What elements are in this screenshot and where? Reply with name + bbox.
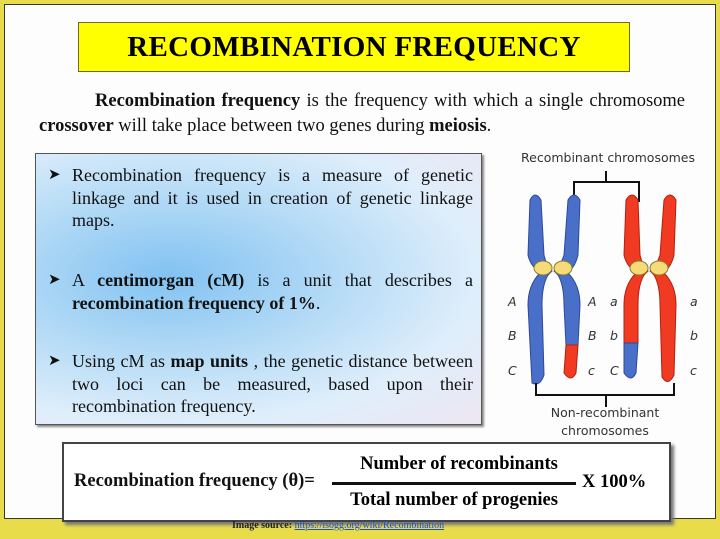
arrowhead-bullet-icon: ➤ — [48, 167, 61, 183]
intro-crossover: crossover — [39, 116, 114, 136]
intro-meiosis: meiosis — [429, 116, 487, 136]
formula-left: Recombination frequency (θ)= — [74, 471, 315, 491]
bullet-text: is a unit that describes a — [244, 270, 473, 290]
bullet-item-1: ➤ Recombination frequency is a measure o… — [48, 164, 473, 232]
allele-label: B — [508, 328, 517, 343]
slide: RECOMBINATION FREQUENCY Recombination fr… — [4, 4, 716, 522]
intro-period: . — [486, 116, 492, 136]
bullet-item-3: ➤ Using cM as map units , the genetic di… — [48, 350, 473, 418]
allele-label: A — [588, 294, 597, 309]
allele-label: b — [610, 328, 618, 343]
intro-text: is the frequency with which a single chr… — [300, 91, 685, 111]
bullet-text: , the genetic distance between two loci … — [72, 351, 473, 416]
centimorgan-term: centimorgan (cM) — [97, 270, 245, 290]
source-label: Image source: — [232, 520, 295, 531]
non-recombinant-label: Non-recombinant — [550, 405, 660, 420]
non-recombinant-label-2: chromosomes — [561, 423, 649, 438]
bullet-text: Using cM as — [72, 351, 171, 371]
allele-label: C — [610, 363, 619, 378]
formula-box: Recombination frequency (θ)= Number of r… — [62, 442, 671, 522]
chromosomes-illustration — [527, 171, 677, 407]
bullet-text: Recombination frequency is a measure of … — [72, 165, 473, 230]
formula-denominator: Total number of progenies — [350, 490, 558, 510]
arrowhead-bullet-icon: ➤ — [48, 272, 61, 288]
allele-label: C — [508, 363, 517, 378]
source-link[interactable]: https://isogg.org/wiki/Recombination — [294, 520, 445, 531]
title-banner: RECOMBINATION FREQUENCY — [78, 22, 630, 72]
bullet-text: A — [72, 270, 98, 290]
allele-label: B — [588, 328, 597, 343]
page-title: RECOMBINATION FREQUENCY — [127, 30, 581, 63]
bullet-item-2: ➤ A centimorgan (cM) is a unit that desc… — [48, 269, 473, 314]
intro-paragraph: Recombination frequency is the frequency… — [39, 89, 685, 139]
chromosome-diagram: Recombinant chromosomes A B — [500, 145, 715, 445]
fraction-bar — [332, 482, 576, 485]
formula-multiplier: X 100% — [582, 472, 647, 492]
allele-label: a — [610, 294, 618, 309]
bullet-text: . — [315, 292, 321, 313]
allele-label: A — [508, 294, 517, 309]
allele-label: a — [690, 294, 698, 309]
allele-label: c — [588, 363, 595, 378]
arrowhead-bullet-icon: ➤ — [48, 353, 61, 369]
recombinant-label: Recombinant chromosomes — [521, 150, 695, 165]
intro-term: Recombination frequency — [95, 91, 301, 111]
allele-label: c — [690, 363, 697, 378]
image-source: Image source: https://isogg.org/wiki/Rec… — [232, 520, 444, 531]
one-percent-term: recombination frequency of 1% — [72, 292, 316, 313]
formula-numerator: Number of recombinants — [360, 454, 558, 474]
intro-text-2: will take place between two genes during — [113, 116, 430, 136]
allele-label: b — [690, 328, 698, 343]
map-units-term: map units — [170, 351, 249, 371]
info-box: ➤ Recombination frequency is a measure o… — [35, 153, 482, 425]
